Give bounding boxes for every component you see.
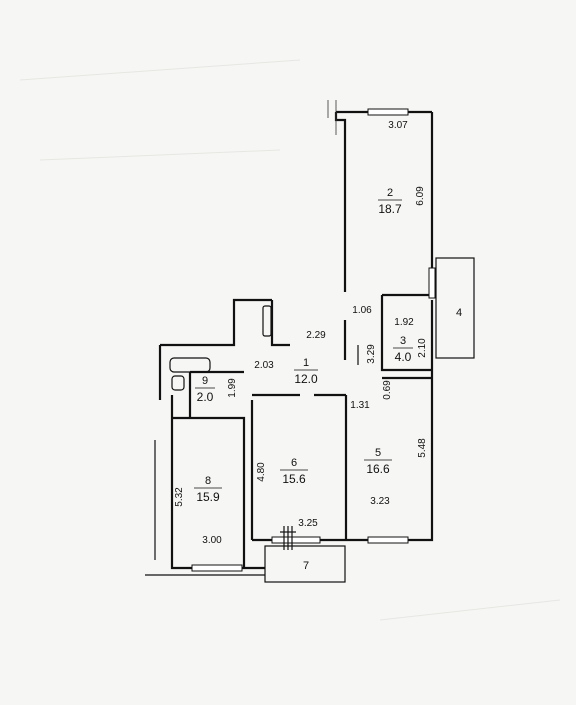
room-8-area: 15.9 bbox=[196, 490, 220, 504]
bathtub-icon bbox=[169, 357, 211, 373]
window-room-8 bbox=[191, 564, 243, 572]
room-6-area: 15.6 bbox=[282, 472, 306, 486]
dim-3-07: 3.07 bbox=[388, 120, 408, 131]
dim-3-00: 3.00 bbox=[202, 535, 222, 546]
room-3-number: 3 bbox=[400, 335, 406, 347]
dim-2-29: 2.29 bbox=[306, 330, 326, 341]
dim-5-48: 5.48 bbox=[417, 438, 428, 458]
interior-walls bbox=[172, 293, 432, 568]
dim-4-80: 4.80 bbox=[256, 462, 267, 482]
dim-2-03: 2.03 bbox=[254, 360, 274, 371]
dim-3-23: 3.23 bbox=[370, 496, 390, 507]
dim-1-99: 1.99 bbox=[227, 378, 238, 398]
radiator-icon bbox=[280, 526, 296, 550]
dim-3-29: 3.29 bbox=[366, 344, 377, 364]
dim-5-32: 5.32 bbox=[174, 487, 185, 507]
room-6-number: 6 bbox=[291, 457, 297, 469]
room-5-area: 16.6 bbox=[366, 462, 390, 476]
room-9-number: 9 bbox=[202, 375, 208, 387]
dim-1-92: 1.92 bbox=[394, 317, 414, 328]
dim-1-31: 1.31 bbox=[350, 400, 370, 411]
balcony-7-outline bbox=[264, 545, 346, 583]
balcony-4-outline bbox=[435, 257, 475, 359]
wall-hatching bbox=[327, 100, 337, 135]
windows bbox=[191, 108, 436, 572]
room-5-number: 5 bbox=[375, 447, 381, 459]
window-room-6 bbox=[271, 536, 321, 544]
window-balcony-4 bbox=[428, 267, 436, 299]
room-9-area: 2.0 bbox=[197, 390, 214, 404]
room-3-area: 4.0 bbox=[395, 350, 412, 364]
dimension-labels: 3.07 6.09 1.06 1.92 2.10 3.29 2.29 2.03 … bbox=[174, 120, 428, 546]
toilet-icon bbox=[171, 375, 185, 391]
room-7-number: 7 bbox=[303, 560, 309, 572]
dim-3-25: 3.25 bbox=[298, 518, 318, 529]
room-8-number: 8 bbox=[205, 475, 211, 487]
room-1-number: 1 bbox=[303, 357, 309, 369]
sink-icon bbox=[262, 305, 272, 337]
dim-6-09: 6.09 bbox=[415, 186, 426, 206]
door-openings bbox=[300, 392, 314, 398]
dim-0-69: 0.69 bbox=[382, 380, 393, 400]
paper-background bbox=[19, 59, 561, 621]
room-2-number: 2 bbox=[387, 187, 393, 199]
dim-2-10: 2.10 bbox=[417, 338, 428, 358]
room-labels: 2 18.7 3 4.0 4 1 12.0 9 2.0 6 15.6 5 16.… bbox=[194, 187, 462, 572]
window-room-5 bbox=[367, 536, 409, 544]
room-1-area: 12.0 bbox=[294, 372, 318, 386]
window-room-2 bbox=[367, 108, 409, 116]
fixtures bbox=[169, 305, 359, 550]
dim-1-06: 1.06 bbox=[352, 305, 372, 316]
room-2-area: 18.7 bbox=[378, 202, 402, 216]
room-4-number: 4 bbox=[456, 307, 462, 319]
